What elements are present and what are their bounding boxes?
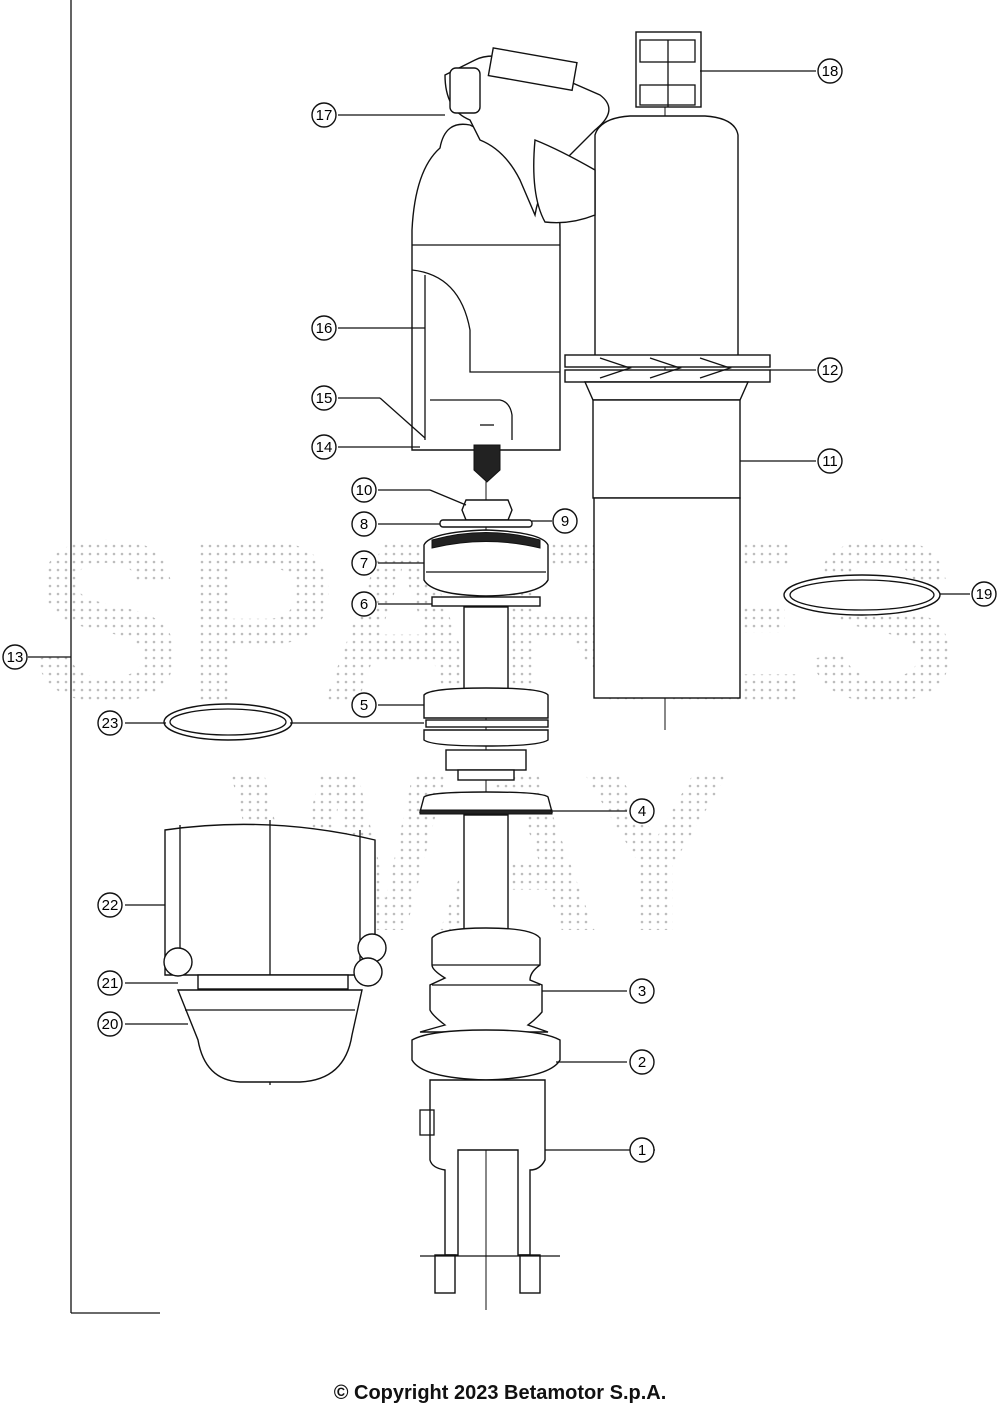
callout-19: 19: [971, 581, 997, 607]
lower-cup: [411, 1029, 561, 1081]
top-nut-washers: [439, 499, 533, 528]
assembly-bracket: [28, 0, 160, 1314]
callout-5: 5: [351, 692, 377, 718]
callout-15: 15: [311, 385, 337, 411]
callout-17: 17: [311, 102, 337, 128]
callout-7: 7: [351, 550, 377, 576]
shock-body: [411, 47, 610, 483]
copyright-notice: © Copyright 2023 Betamotor S.p.A.: [333, 1382, 667, 1404]
svg-text:7: 7: [360, 555, 368, 572]
callout-6: 6: [351, 591, 377, 617]
reservoir-assembly: [564, 31, 771, 699]
svg-text:9: 9: [561, 513, 569, 530]
svg-text:21: 21: [102, 975, 119, 992]
svg-text:23: 23: [102, 715, 119, 732]
callout-2: 2: [629, 1049, 655, 1075]
reservoir-sleeve: [593, 497, 741, 699]
svg-text:19: 19: [976, 586, 993, 603]
svg-text:3: 3: [638, 983, 646, 1000]
spring-seat-assembly: [163, 820, 387, 1085]
callout-8: 8: [351, 511, 377, 537]
callout-12: 12: [817, 357, 843, 383]
piston-assembly: [423, 687, 549, 781]
callout-3: 3: [629, 978, 655, 1004]
svg-text:15: 15: [316, 390, 333, 407]
callout-22: 22: [97, 892, 123, 918]
callout-4: 4: [629, 798, 655, 824]
callout-9: 9: [552, 508, 578, 534]
callout-10: 10: [351, 477, 377, 503]
callout-13: 13: [2, 644, 28, 670]
clevis: [419, 1079, 560, 1294]
svg-text:1: 1: [638, 1142, 646, 1159]
callout-21: 21: [97, 970, 123, 996]
washer: [419, 791, 553, 815]
svg-text:17: 17: [316, 107, 333, 124]
reservoir-ring: [783, 574, 941, 616]
svg-text:6: 6: [360, 596, 368, 613]
svg-text:16: 16: [316, 320, 333, 337]
piston-ring: [163, 703, 293, 741]
callout-14: 14: [311, 434, 337, 460]
callout-18: 18: [817, 58, 843, 84]
svg-text:13: 13: [7, 649, 24, 666]
svg-text:11: 11: [822, 453, 838, 470]
callout-16: 16: [311, 315, 337, 341]
top-bumper: [423, 529, 549, 607]
svg-text:14: 14: [316, 439, 333, 456]
svg-text:4: 4: [638, 803, 646, 820]
svg-text:22: 22: [102, 897, 119, 914]
callout-1: 1: [629, 1137, 655, 1163]
svg-text:5: 5: [360, 697, 368, 714]
svg-text:12: 12: [822, 362, 839, 379]
svg-text:10: 10: [356, 482, 373, 499]
callout-23: 23: [97, 710, 123, 736]
svg-text:20: 20: [102, 1016, 119, 1033]
leader-lines: [125, 70, 970, 1151]
svg-text:18: 18: [822, 63, 839, 80]
svg-text:8: 8: [360, 516, 368, 533]
svg-text:2: 2: [638, 1054, 646, 1071]
callout-20: 20: [97, 1011, 123, 1037]
callouts: 1 2 3 4 5 6 7 8 9 10 11 12 13 14 15 16 1…: [2, 58, 997, 1163]
exploded-shock-absorber-diagram: SPARES WAY: [2, 0, 997, 1314]
lower-bumper: [419, 927, 549, 1033]
callout-11: 11: [817, 448, 843, 474]
